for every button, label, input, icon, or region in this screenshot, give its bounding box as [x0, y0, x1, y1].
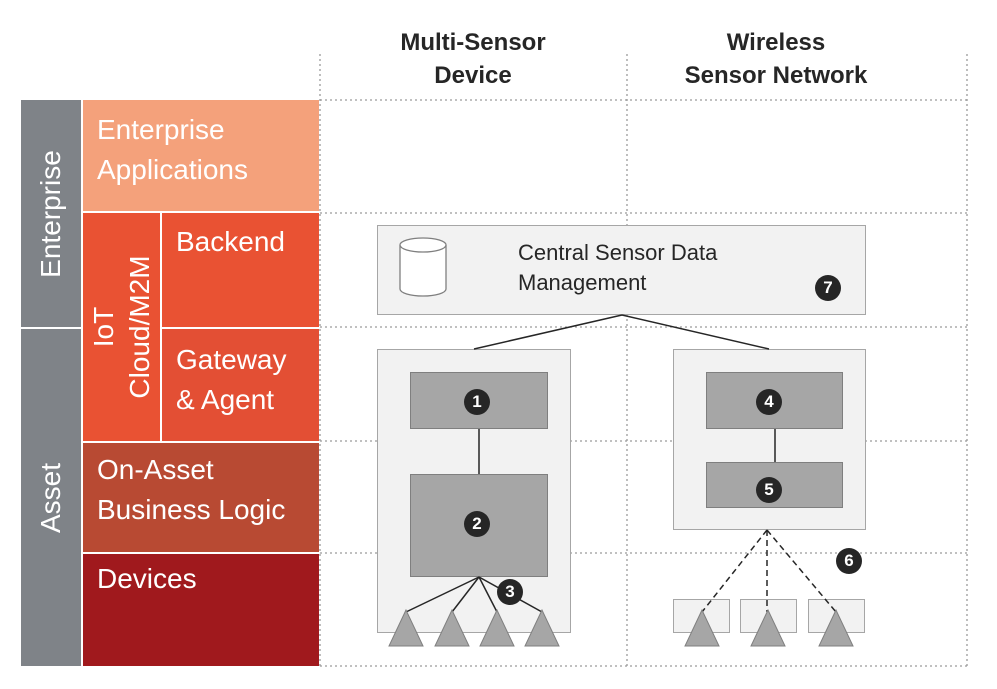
database-icon: [399, 237, 447, 297]
badge-6: 6: [836, 548, 862, 574]
wireless-link-1: [701, 529, 768, 613]
group-asset: [21, 329, 81, 666]
triangle-sensor-icon: [818, 608, 854, 647]
layer-backend: [162, 213, 319, 327]
column-header-wireless: Wireless Sensor Network: [684, 29, 868, 89]
badge-3: 3: [497, 579, 523, 605]
group-enterprise: [21, 100, 81, 327]
layer-gateway-agent-label: Gateway & Agent: [176, 344, 287, 415]
triangle-sensor-icon: [479, 608, 515, 647]
triangle-sensor-icon: [524, 608, 560, 647]
multi-sensor-gateway-box: [410, 372, 548, 429]
badge-1: 1: [464, 389, 490, 415]
layer-on-asset-business-logic: [83, 443, 319, 552]
layer-devices-label: Devices: [97, 563, 197, 594]
badge-5: 5: [756, 477, 782, 503]
triangle-sensor-icon: [434, 608, 470, 647]
layer-iot-cloud: [83, 213, 160, 441]
layer-backend-label: Backend: [176, 226, 285, 257]
layer-gateway-agent: [162, 329, 319, 441]
layer-enterprise-applications-label: Enterprise Applications: [97, 114, 248, 185]
badge-4: 4: [756, 389, 782, 415]
grid-lines: [319, 54, 968, 667]
column-header-multi-sensor: Multi-Sensor Device: [400, 29, 546, 89]
triangle-sensor-icon: [684, 608, 720, 647]
triangle-sensor-icon: [388, 608, 424, 647]
layer-devices: [83, 554, 319, 666]
central-data-management-label: Central Sensor Data Management: [518, 240, 718, 295]
triangle-sensor-icon: [750, 608, 786, 647]
wireless-link-3: [766, 529, 837, 613]
badge-2: 2: [464, 511, 490, 537]
connector-central-to-wireless: [621, 314, 770, 350]
layer-enterprise-applications: [83, 100, 319, 211]
connector-central-to-multi: [473, 314, 623, 350]
wire-sensor-1: [405, 576, 480, 613]
wire-sensor-2: [451, 576, 480, 613]
layer-on-asset-label: On-Asset Business Logic: [97, 454, 286, 525]
badge-7: 7: [815, 275, 841, 301]
wire-sensor-3: [478, 576, 498, 613]
